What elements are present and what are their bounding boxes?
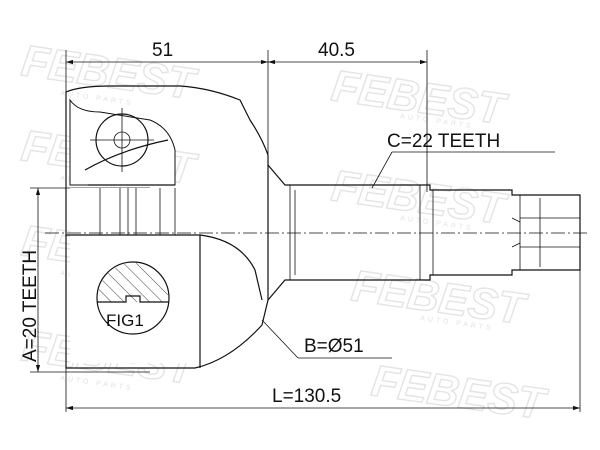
dim-inner-spline-label: A=20 TEETH bbox=[20, 250, 41, 362]
stub-shaft bbox=[267, 164, 581, 301]
dim-housing-length-label: 51 bbox=[152, 40, 173, 61]
dimension-outer-spline: C=22 TEETH bbox=[371, 131, 555, 189]
dim-abs-diameter-label: B=Ø51 bbox=[304, 336, 364, 357]
outer-housing bbox=[65, 85, 269, 369]
dimension-inner-spline: A=20 TEETH bbox=[20, 188, 41, 372]
dimension-shaft-length: 40.5 bbox=[268, 40, 427, 65]
dim-outer-spline-label: C=22 TEETH bbox=[387, 131, 500, 152]
dimension-total-length: L=130.5 bbox=[66, 386, 580, 411]
fig1-detail: FIG1 bbox=[96, 261, 170, 335]
fig1-label: FIG1 bbox=[106, 311, 144, 330]
dim-shaft-length-label: 40.5 bbox=[318, 40, 355, 61]
watermark-brand: FEBEST bbox=[369, 356, 551, 429]
ball-detail bbox=[90, 108, 154, 172]
watermark-brand: FEBEST bbox=[329, 61, 511, 134]
dimension-housing-length: 51 bbox=[66, 40, 268, 65]
dimension-abs-diameter: B=Ø51 bbox=[261, 319, 392, 359]
dim-total-length-label: L=130.5 bbox=[272, 386, 341, 407]
